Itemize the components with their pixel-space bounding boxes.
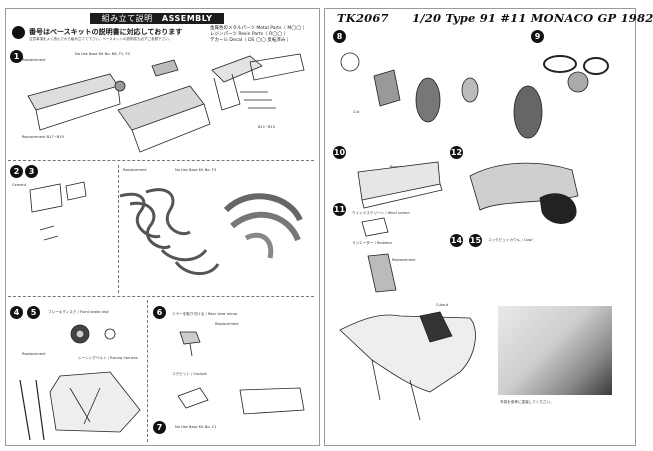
s1415-text: コックピットカウル / Cowl (488, 238, 533, 242)
step-5-marker: 5 (27, 306, 40, 319)
parts-legend: 金属色のメタルパーツ Metal Parts（ M◯◯ ） レジンパーツ Res… (210, 26, 307, 44)
product-title: TK2067 1/20 Type 91 #11 MONACO GP 1982 (337, 11, 653, 25)
legend-decal: デカール Decal（ DS ◯◯ 反転済み ） (210, 38, 292, 43)
step-6-marker: 6 (153, 306, 166, 319)
step-12-marker: 12 (450, 146, 463, 159)
step-3-marker: 3 (25, 165, 38, 178)
step-10-marker: 10 (333, 146, 346, 159)
s23-no-use: No Use Base Kit No. F3 (175, 168, 217, 172)
step-9-marker: 9 (531, 30, 544, 43)
section-divider (8, 296, 314, 297)
s1-part-b: Replacement B17~B19 (22, 135, 64, 139)
reference-photo (498, 306, 612, 395)
step-2-marker: 2 (10, 165, 23, 178)
s11-windscreen: ウインドスクリーン / Wind screen (352, 211, 410, 215)
section-divider (147, 300, 148, 442)
legend-metal: 金属色のメタルパーツ Metal Parts（ M◯◯ ） (210, 26, 308, 31)
step-7-marker: 7 (153, 421, 166, 434)
s1-replace: Replacement (22, 58, 46, 62)
s23-replace: Replacement (123, 168, 147, 172)
section-divider (8, 160, 314, 161)
s11-radiator: ラジエーター / Radiator (352, 241, 393, 245)
step-4-marker: 4 (10, 306, 23, 319)
left-instruction-sheet (5, 8, 320, 446)
section-divider (118, 165, 119, 293)
s1-part-a: B11~B15 (258, 125, 276, 129)
step-8-marker: 8 (333, 30, 346, 43)
photo-caption: 写真を参考に塗装してください。 (500, 400, 554, 404)
notice-subtext: 注意事項をよく読んでから組み立てて下さい。ベースキットの説明書も必ずご参照下さい… (29, 37, 173, 41)
notice-text: 番号はベースキットの説明書に対応しております (29, 28, 183, 36)
s11-replace: Replacement (392, 258, 416, 262)
s45-racing: レーシングベルト / Racing harness (78, 356, 138, 360)
legend-resin: レジンパーツ Resin Parts（ R◯◯ ） (210, 32, 289, 37)
s6-mirror: ミラーを取り付ける / Rear view mirror (172, 312, 238, 316)
assembly-header: 組み立て説明 ASSEMBLY (90, 13, 224, 24)
header-title-en: ASSEMBLY (161, 14, 213, 23)
s45-front: ブレーキディスク / Front brake disk (48, 310, 109, 314)
step-11-marker: 11 (333, 203, 346, 216)
step-15-marker: 15 (469, 234, 482, 247)
s6-replace: Replacement (215, 322, 239, 326)
s8-part: Cut (353, 110, 360, 114)
header-title-jp: 組み立て説明 (101, 14, 153, 23)
s45-replace: Replacement (22, 352, 46, 356)
cutout-label: Cutout (436, 303, 449, 307)
s23-cement: Cement (12, 183, 27, 187)
s1-note: No Use Base Kit No. B8, F1, F4 (75, 52, 130, 56)
step-14-marker: 14 (450, 234, 463, 247)
s7-cockpit: コクピット / Cockpit (172, 372, 207, 376)
s7-no-use: No Use Base Kit No. C1 (175, 425, 217, 429)
step-1-marker: 1 (10, 50, 23, 63)
notice-marker-icon (12, 26, 25, 39)
